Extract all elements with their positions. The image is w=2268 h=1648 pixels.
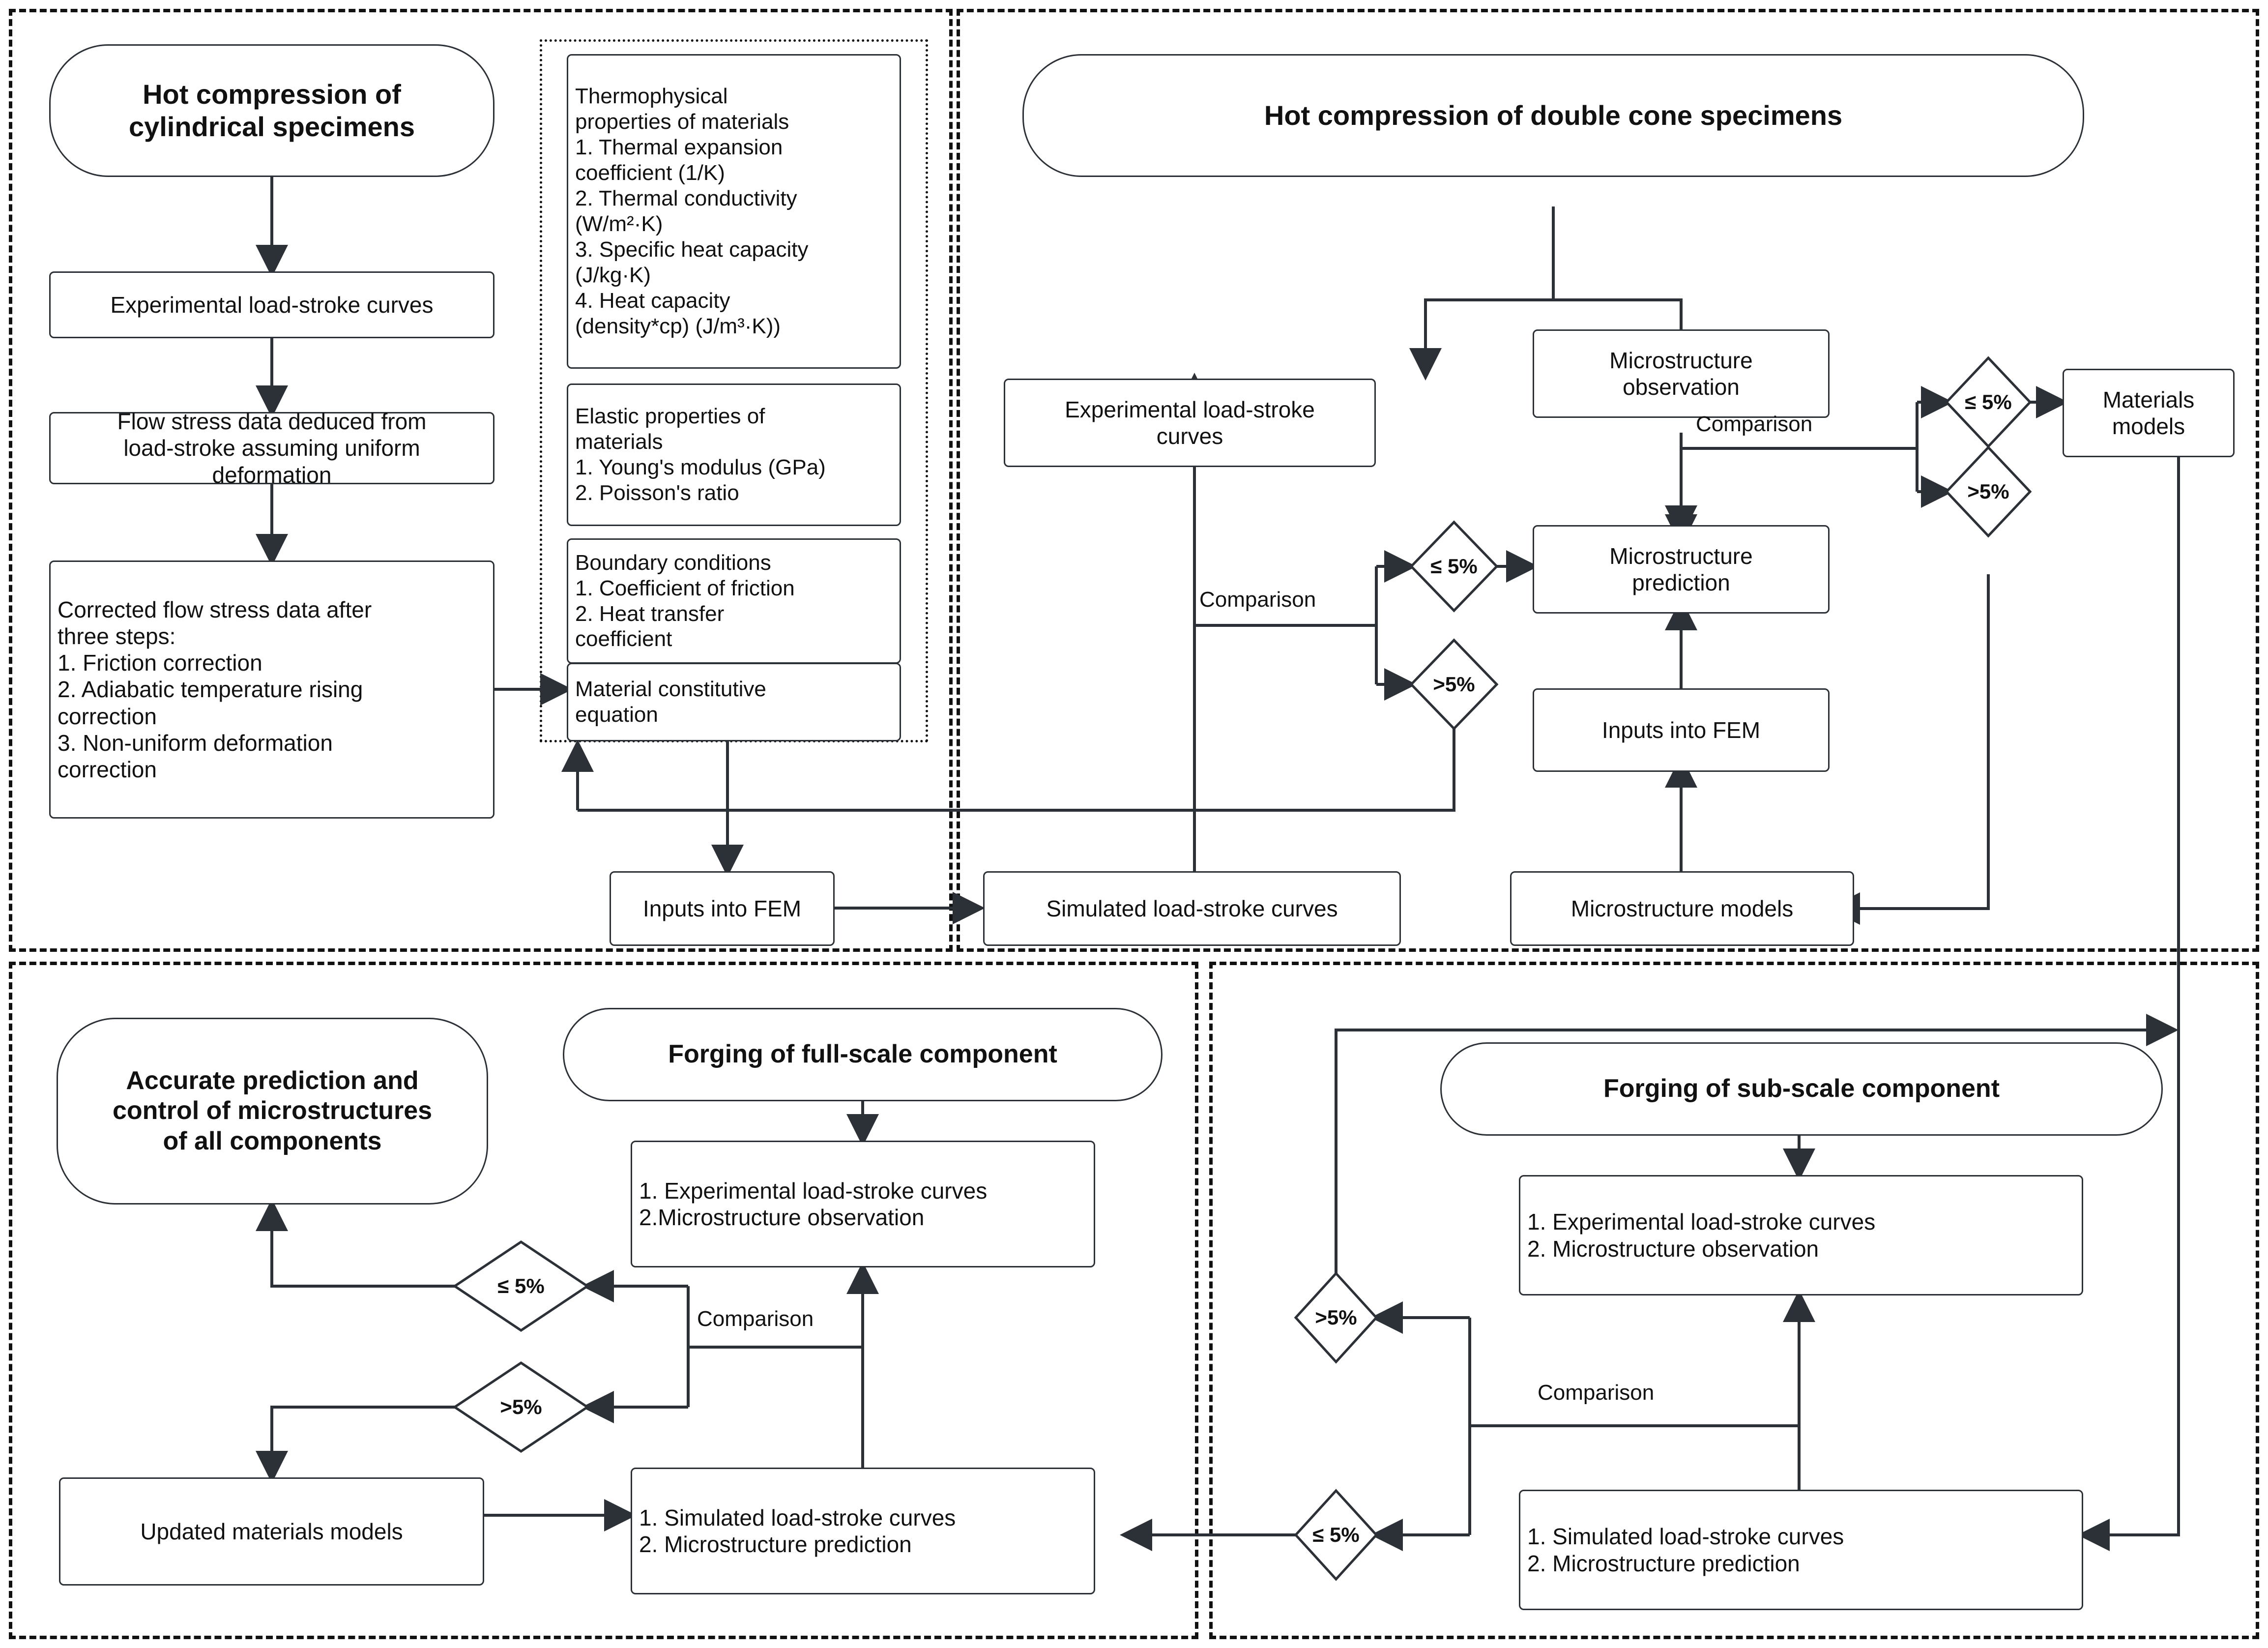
decision-dc-micro-gt5[interactable]: >5%: [1947, 447, 2030, 536]
bottom-right-panel: [1209, 962, 2259, 1639]
top-right-panel: [957, 9, 2259, 952]
decision-full-scale-le5[interactable]: ≤ 5%: [455, 1242, 587, 1330]
node-label: Hot compression of double cone specimens: [1264, 99, 1843, 131]
decision-label: >5%: [1315, 1306, 1357, 1329]
node-experimental-load-stroke-curves-cyl[interactable]: Experimental load-stroke curves: [49, 271, 494, 338]
node-label: Experimental load-stroke curves: [110, 292, 434, 318]
decision-label: ≤ 5%: [1965, 390, 2012, 413]
decision-label: >5%: [1433, 673, 1475, 696]
bottom-left-panel: [9, 962, 1198, 1639]
decision-label: >5%: [1967, 480, 2009, 503]
node-forging-full-scale[interactable]: Forging of full-scale component: [563, 1008, 1163, 1101]
node-label: Microstructure models: [1570, 895, 1794, 921]
decision-label: ≤ 5%: [1430, 555, 1478, 578]
top-left-panel: [9, 9, 953, 952]
node-forging-sub-scale[interactable]: Forging of sub-scale component: [1440, 1042, 2163, 1136]
decision-dc-micro-le5[interactable]: ≤ 5%: [1947, 358, 2030, 446]
node-label: Simulated load-stroke curves: [1046, 895, 1338, 921]
node-label: Forging of full-scale component: [668, 1040, 1057, 1069]
edge-label-comparison-full-scale: Comparison: [697, 1307, 814, 1331]
node-label: Inputs into FEM: [642, 895, 802, 921]
edge-label-comparison-dc-loadstroke: Comparison: [1199, 588, 1316, 612]
decision-label: ≤ 5%: [497, 1274, 545, 1297]
node-hot-compression-double-cone[interactable]: Hot compression of double cone specimens: [1022, 54, 2084, 177]
node-inputs-into-fem-right[interactable]: Inputs into FEM: [1533, 688, 1830, 772]
decision-full-scale-gt5[interactable]: >5%: [455, 1363, 587, 1451]
node-label: Forging of sub-scale component: [1603, 1074, 2000, 1103]
node-inputs-into-fem-left[interactable]: Inputs into FEM: [610, 871, 835, 946]
decision-label: >5%: [500, 1395, 542, 1418]
node-updated-materials-models[interactable]: Updated materials models: [59, 1477, 484, 1586]
edge-label-comparison-sub-scale: Comparison: [1538, 1381, 1655, 1405]
decision-dc-loadstroke-le5[interactable]: ≤ 5%: [1411, 522, 1497, 611]
decision-sub-scale-le5[interactable]: ≤ 5%: [1296, 1491, 1376, 1579]
node-microstructure-models[interactable]: Microstructure models: [1510, 871, 1854, 946]
edge-label-comparison-dc-micro: Comparison: [1696, 412, 1813, 436]
decision-label: ≤ 5%: [1312, 1523, 1360, 1546]
node-simulated-load-stroke-curves-dc[interactable]: Simulated load-stroke curves: [983, 871, 1401, 946]
node-label: Inputs into FEM: [1601, 717, 1761, 743]
node-label: Updated materials models: [140, 1518, 403, 1544]
decision-sub-scale-gt5[interactable]: >5%: [1296, 1273, 1376, 1362]
decision-dc-loadstroke-gt5[interactable]: >5%: [1411, 640, 1497, 729]
